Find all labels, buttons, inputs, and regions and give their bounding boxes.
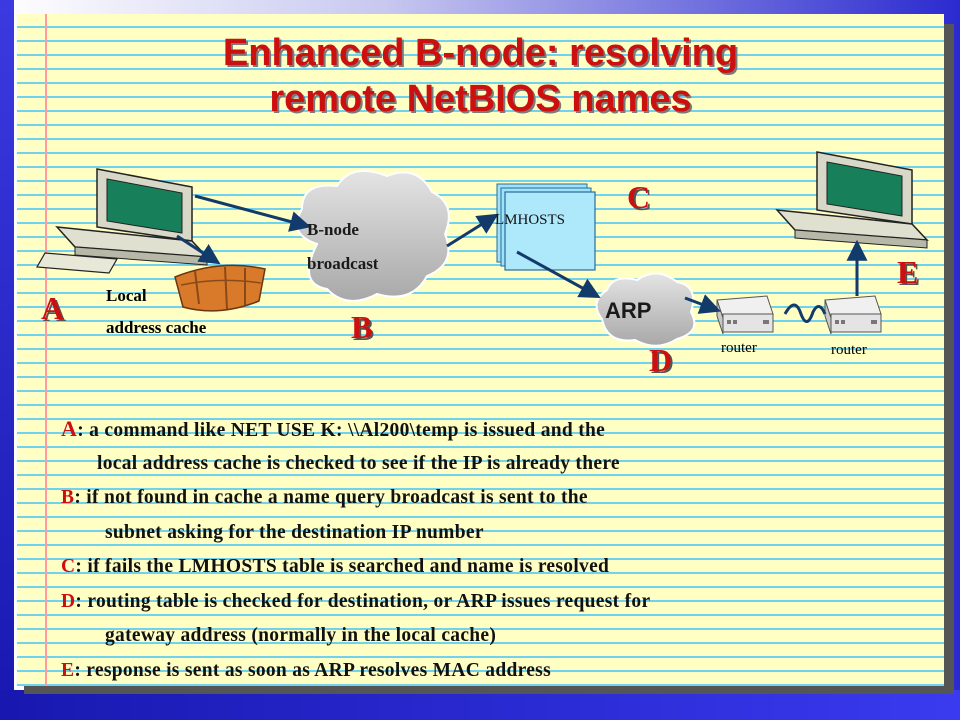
step-d-line-1: D: routing table is checked for destinat… bbox=[61, 585, 941, 620]
step-b-line-1: B: if not found in cache a name query br… bbox=[61, 481, 941, 516]
boat-icon bbox=[174, 264, 266, 312]
computer-icon bbox=[36, 168, 209, 274]
label-d: D bbox=[649, 342, 673, 378]
bnode-label-2: broadcast bbox=[307, 254, 379, 273]
steps-description: A: a command like NET USE K: \\Al200\tem… bbox=[61, 412, 941, 688]
router-label-2: router bbox=[831, 342, 867, 358]
step-a-text-1: : a command like NET USE K: \\Al200\temp… bbox=[77, 420, 606, 441]
bottom-accent-bar bbox=[0, 690, 960, 720]
step-e-key: E bbox=[61, 659, 75, 681]
computer-icon bbox=[775, 151, 929, 249]
cloud-icon bbox=[296, 169, 450, 302]
local-cache-label-2: address cache bbox=[106, 318, 207, 337]
lmhosts-label: LMHOSTS bbox=[495, 212, 566, 228]
step-b-key: B bbox=[61, 487, 75, 508]
step-d-key: D bbox=[61, 590, 76, 612]
step-b-line-2: subnet asking for the destination IP num… bbox=[105, 521, 484, 543]
label-b: B bbox=[351, 309, 373, 345]
step-b-text-1: : if not found in cache a name query bro… bbox=[74, 487, 588, 508]
step-a-line-1: A: a command like NET USE K: \\Al200\tem… bbox=[61, 412, 941, 447]
step-a-line-2: local address cache is checked to see if… bbox=[97, 452, 620, 474]
notebook-margin-line bbox=[45, 14, 47, 686]
step-e-text-1: : response is sent as soon as ARP resolv… bbox=[74, 659, 551, 681]
step-c-key: C bbox=[61, 556, 76, 577]
bnode-label-1: B-node bbox=[307, 220, 359, 239]
arp-cloud-icon bbox=[595, 272, 696, 347]
step-a-key: A bbox=[61, 416, 78, 441]
label-a: A bbox=[41, 290, 65, 326]
document-stack-icon bbox=[496, 183, 596, 271]
label-e: E bbox=[897, 254, 919, 290]
title-line-1: Enhanced B-node: resolving bbox=[222, 32, 739, 74]
slide-title: Enhanced B-node: resolving remote NetBIO… bbox=[17, 30, 944, 122]
left-accent-bar bbox=[0, 0, 14, 720]
step-c-line-1: C: if fails the LMHOSTS table is searche… bbox=[61, 550, 941, 585]
router-icon bbox=[824, 295, 882, 335]
arp-label: ARP bbox=[605, 298, 652, 323]
label-c: C bbox=[627, 179, 651, 215]
router-label-1: router bbox=[721, 340, 757, 356]
local-cache-label-1: Local bbox=[106, 286, 147, 305]
step-d-text-1: : routing table is checked for destinati… bbox=[75, 590, 651, 612]
step-d-line-2: gateway address (normally in the local c… bbox=[105, 625, 497, 646]
slide: Enhanced B-node: resolving remote NetBIO… bbox=[17, 14, 944, 686]
diagram-graphics bbox=[36, 151, 929, 347]
serial-link bbox=[783, 303, 827, 323]
title-line-2: remote NetBIOS names bbox=[269, 78, 692, 120]
step-c-text-1: : if fails the LMHOSTS table is searched… bbox=[75, 556, 610, 577]
router-icon bbox=[716, 295, 774, 335]
step-e-line-1: E: response is sent as soon as ARP resol… bbox=[61, 654, 941, 689]
flow-arrows bbox=[176, 194, 868, 314]
